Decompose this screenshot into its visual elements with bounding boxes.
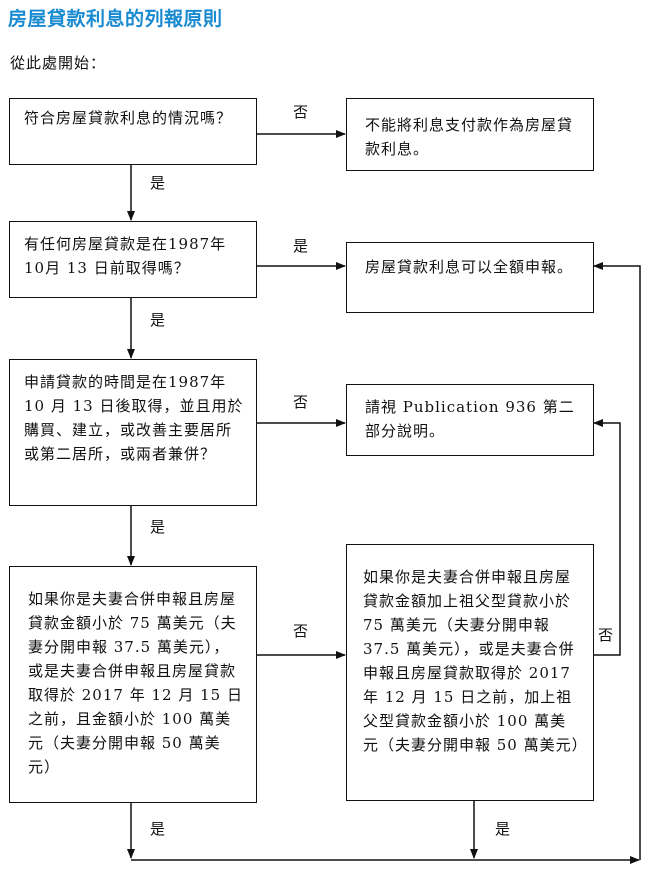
label-q1-yes: 是 <box>150 174 166 192</box>
question-qualifies-text: 符合房屋貸款利息的情況嗎？ <box>24 109 233 127</box>
result-fully-deductible-text: 房屋貸款利息可以全額申報。 <box>365 258 574 276</box>
question-loan-limit-text: 如果你是夫妻合併申報且房屋貸款金額小於 75 萬美元（夫妻分開申報 37.5 萬… <box>28 590 243 776</box>
label-q2-down: 是 <box>150 311 166 329</box>
start-instruction: 從此處開始： <box>10 54 107 72</box>
question-qualifies: 符合房屋貸款利息的情況嗎？ <box>9 98 257 165</box>
question-before-1987-text: 有任何房屋貸款是在1987年 10月 13 日前取得嗎？ <box>24 235 227 277</box>
arrow-return-to-r2 <box>593 262 641 860</box>
label-q3-yes: 是 <box>150 518 166 536</box>
label-q1-no: 否 <box>293 103 309 121</box>
label-q3-no: 否 <box>293 393 309 411</box>
label-q4-no: 否 <box>293 622 309 640</box>
result-see-publication-936: 請視 Publication 936 第二部分說明。 <box>346 384 594 456</box>
question-after-1987-use: 申請貸款的時間是在1987年 10 月 13 日後取得，並且用於購買、建立，或改… <box>9 359 257 506</box>
question-loan-limit-grandfathered: 如果你是夫妻合併申報且房屋貸款金額加上祖父型貸款小於 75 萬美元（夫妻分開申報… <box>346 544 594 801</box>
result-not-deductible: 不能將利息支付款作為房屋貸款利息。 <box>346 98 594 171</box>
result-fully-deductible: 房屋貸款利息可以全額申報。 <box>346 242 594 313</box>
label-q2-yes-right: 是 <box>293 237 309 255</box>
question-before-1987: 有任何房屋貸款是在1987年 10月 13 日前取得嗎？ <box>9 221 257 298</box>
result-see-publication-936-text: 請視 Publication 936 第二部分說明。 <box>365 398 575 440</box>
arrow-q5-no <box>593 419 621 656</box>
question-after-1987-use-text: 申請貸款的時間是在1987年 10 月 13 日後取得，並且用於購買、建立，或改… <box>24 373 244 463</box>
label-q5-no: 否 <box>598 626 614 644</box>
result-not-deductible-text: 不能將利息支付款作為房屋貸款利息。 <box>365 116 574 158</box>
page-title: 房屋貸款利息的列報原則 <box>8 8 223 30</box>
label-q4-yes: 是 <box>150 820 166 838</box>
label-q5-yes: 是 <box>495 820 511 838</box>
question-loan-limit: 如果你是夫妻合併申報且房屋貸款金額小於 75 萬美元（夫妻分開申報 37.5 萬… <box>9 566 257 803</box>
question-loan-limit-grandfathered-text: 如果你是夫妻合併申報且房屋貸款金額加上祖父型貸款小於 75 萬美元（夫妻分開申報… <box>363 568 588 754</box>
